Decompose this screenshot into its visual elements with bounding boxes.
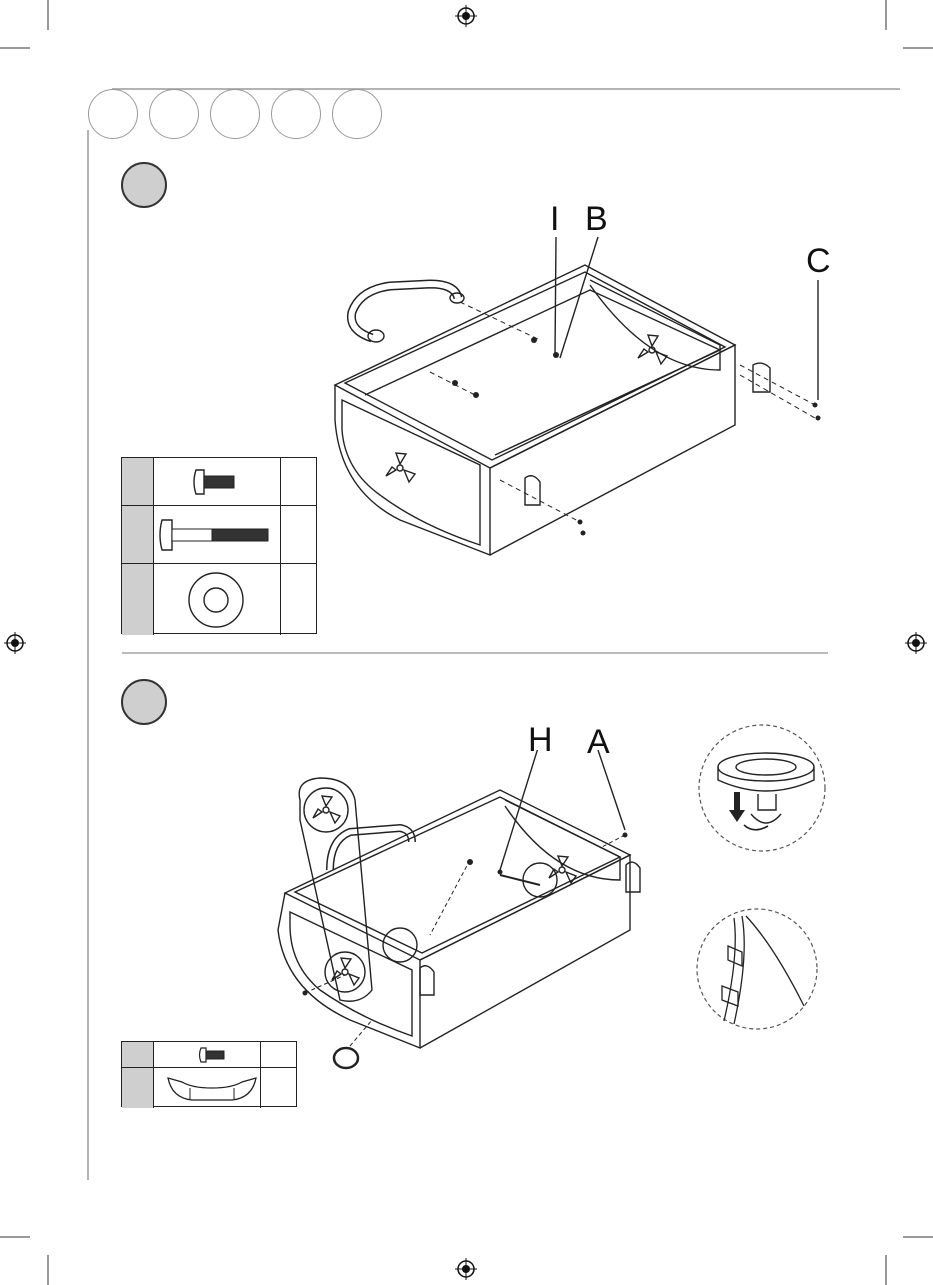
parts-row: [122, 458, 316, 506]
frame-edge-detail: [694, 906, 820, 1032]
step-2-assembly-drawing: [270, 750, 670, 1080]
registration-mark-left: [4, 632, 26, 654]
step-1-badge: [121, 162, 167, 208]
part-qty-cell: [260, 1042, 296, 1067]
tab-circle-5: [332, 89, 382, 139]
long-bolt-icon: [158, 518, 278, 552]
short-bolt-icon: [192, 468, 262, 496]
parts-row: [122, 564, 316, 635]
part-letter-cell: [122, 506, 154, 563]
part-qty-cell: [280, 564, 316, 635]
short-bolt-icon: [198, 1047, 242, 1063]
parts-row: [122, 1068, 296, 1108]
registration-mark-bottom: [455, 1258, 477, 1280]
part-qty-cell: [280, 506, 316, 563]
tab-circle-1: [88, 89, 138, 139]
washer-icon: [186, 570, 246, 630]
part-qty-cell: [260, 1068, 296, 1108]
part-letter-cell: [122, 1042, 154, 1067]
wheel-cap-icon: [162, 1072, 262, 1104]
wheel-lock-detail: [696, 722, 828, 854]
parts-row: [122, 1042, 296, 1068]
registration-mark-top: [455, 5, 477, 27]
step-1-parts-table: [121, 457, 317, 634]
part-qty-cell: [280, 458, 316, 505]
step-2-badge: [121, 679, 167, 725]
step-1-assembly-drawing: [320, 230, 840, 560]
tab-circle-4: [271, 89, 321, 139]
tab-circle-3: [210, 89, 260, 139]
part-letter-cell: [122, 458, 154, 505]
parts-row: [122, 506, 316, 564]
registration-mark-right: [905, 632, 927, 654]
part-letter-cell: [122, 564, 154, 635]
part-letter-cell: [122, 1068, 154, 1108]
tab-circle-2: [149, 89, 199, 139]
step-2-parts-table: [121, 1041, 297, 1107]
